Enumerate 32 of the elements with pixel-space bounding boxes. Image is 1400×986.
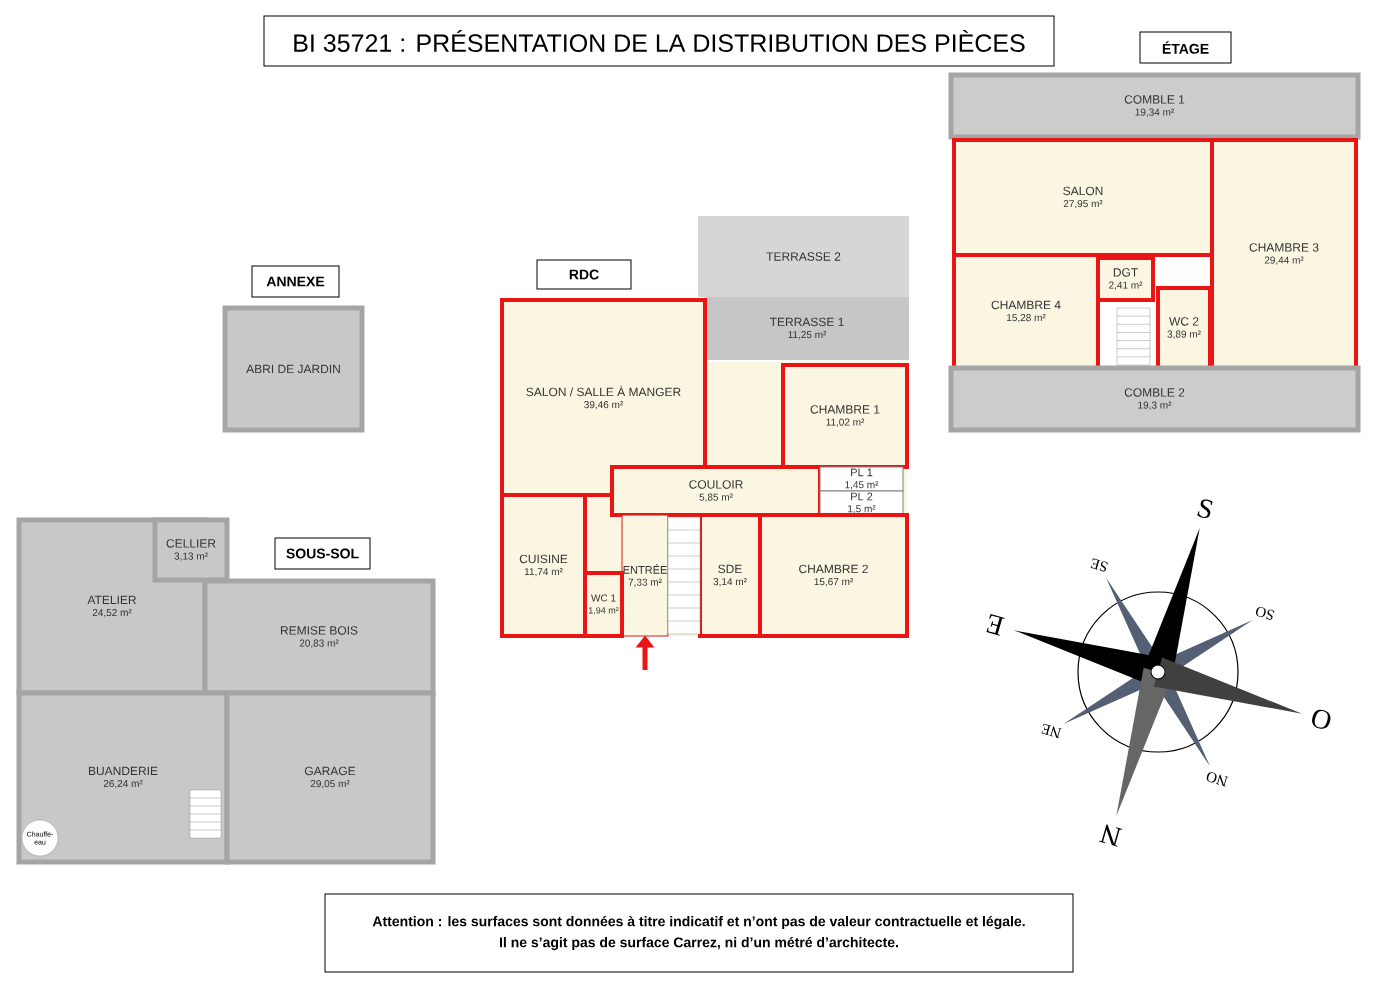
room-box: SALON 27,95 m² [952,138,1214,257]
room-box: WC 2 3,89 m² [1156,286,1212,370]
attic-area: COMBLE 2 19,3 m² [948,365,1361,433]
title-box: BI 35721 : PRÉSENTATION DE LA DISTRIBUTION DES PIÈCES [263,15,1055,67]
room-box: CELLIER 3,13 m² [152,517,230,583]
floor-label-box: ÉTAGE [1139,31,1232,64]
note-box: Attention : les surfaces sont données à titre indicatif et n’ont pas de valeur contractuelle et légale. Il ne s’agit pas de surface Carrez, ni d’un métré d’architecte. [324,893,1074,973]
room-box: REMISE BOIS 20,83 m² [202,578,436,696]
compass-letter: S [1197,499,1213,519]
room-box: WC 1 1,94 m² [583,571,624,638]
floor-label-box: ANNEXE [251,265,340,298]
floor-label-box: RDC [536,259,632,290]
terrace-area: TERRASSE 1 11,25 m² [705,297,909,360]
terrace-area: TERRASSE 2 [698,216,909,297]
room-box: SDE 3,14 m² [698,513,762,638]
compass-letter: O [1312,709,1331,729]
floor-label-box: SOUS-SOL [274,537,371,570]
attic-area: COMBLE 1 19,34 m² [948,72,1361,140]
closet-box: PL 2 1,5 m² [819,490,904,516]
room-box: GARAGE 29,05 m² [224,690,436,865]
compass-letter: SO [1255,606,1275,620]
compass-letter: NE [1041,723,1062,739]
room-box: CHAMBRE 4 15,28 m² [952,253,1100,370]
compass-letter: E [986,614,1005,636]
room-box: COULOIR 5,85 m² [610,465,822,517]
shed-box: ABRI DE JARDIN [222,305,365,433]
room-box: CHAMBRE 1 11,02 m² [781,363,909,469]
closet-box: PL 1 1,45 m² [819,466,904,492]
compass-letter: N [1099,824,1123,847]
compass-letter: SE [1090,558,1108,572]
compass-letter: NO [1206,772,1229,787]
room-box: DGT 2,41 m² [1096,256,1155,302]
